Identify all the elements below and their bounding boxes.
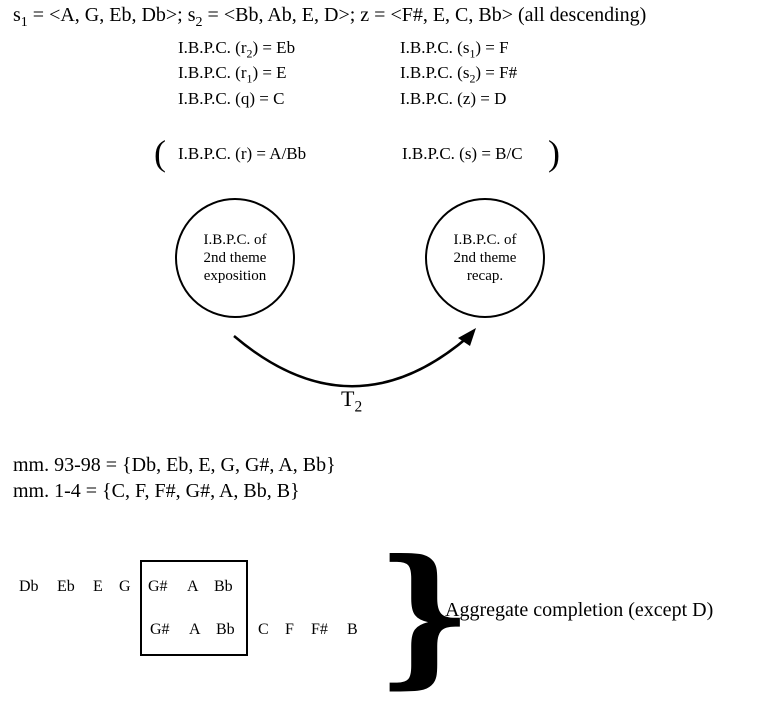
recap-line-2: 2nd theme — [453, 250, 517, 266]
ibpc-r2-sub: 2 — [246, 46, 253, 61]
s2-value: = <Bb, Ab, E, D>; — [202, 4, 361, 26]
aggregate-label: Aggregate completion (except D) — [445, 599, 714, 621]
ibpc-z: I.B.P.C. (z) = D — [400, 89, 506, 109]
note-g-sharp-top: G# — [148, 578, 168, 595]
ibpc-q: I.B.P.C. (q) = C — [178, 89, 284, 109]
set-mm-1-4: mm. 1-4 = {C, F, F#, G#, A, Bb, B} — [13, 480, 300, 502]
ibpc-s: I.B.P.C. (s) = B/C — [402, 144, 523, 163]
note-e: E — [93, 578, 103, 595]
aggregate-brace: } — [376, 527, 473, 703]
ibpc-s1-sub: 1 — [469, 46, 476, 61]
ibpc-z-text: I.B.P.C. (z) = D — [400, 89, 507, 108]
note-a-top: A — [187, 578, 199, 595]
recap-line-3: recap. — [466, 268, 504, 284]
transform-sub: 2 — [354, 398, 363, 416]
close-paren: ) — [548, 133, 560, 173]
ibpc-r1-sub: 1 — [246, 71, 253, 86]
s2-sub: 2 — [195, 15, 203, 30]
ibpc-r1: I.B.P.C. (r1) = E — [178, 63, 287, 86]
ibpc-s2-sub: 2 — [469, 71, 476, 86]
transform-label: T2 — [341, 386, 362, 416]
ibpc-r2-post: ) = Eb — [252, 38, 296, 57]
note-eb: Eb — [57, 578, 75, 595]
ibpc-s2-post: ) = F# — [475, 63, 518, 82]
note-db: Db — [19, 578, 39, 595]
ibpc-s1-post: ) = F — [475, 38, 509, 57]
ibpc-s1: I.B.P.C. (s1) = F — [400, 38, 509, 61]
s1-sub: 1 — [20, 15, 28, 30]
ibpc-r1-pre: I.B.P.C. (r — [178, 63, 247, 82]
exposition-circle: I.B.P.C. of 2nd theme exposition — [175, 198, 295, 318]
note-g-sharp-bottom: G# — [150, 621, 170, 638]
recap-circle: I.B.P.C. of 2nd theme recap. — [425, 198, 545, 318]
note-b: B — [347, 621, 358, 638]
ibpc-s2-pre: I.B.P.C. (s — [400, 63, 470, 82]
arrow-head — [458, 328, 476, 346]
z-value: z = <F#, E, C, Bb> (all descending) — [360, 4, 647, 26]
note-g: G — [119, 578, 131, 595]
s1-var: s — [13, 4, 21, 26]
ibpc-q-text: I.B.P.C. (q) = C — [178, 89, 285, 108]
note-bb-top: Bb — [214, 578, 233, 595]
set-mm-93-98: mm. 93-98 = {Db, Eb, E, G, G#, A, Bb} — [13, 454, 336, 476]
recap-line-1: I.B.P.C. of — [453, 232, 517, 248]
open-paren: ( — [154, 133, 166, 173]
ibpc-s1-pre: I.B.P.C. (s — [400, 38, 470, 57]
note-bb-bottom: Bb — [216, 621, 235, 638]
ibpc-r1-post: ) = E — [252, 63, 287, 82]
overlap-box — [140, 560, 248, 656]
s2-var: s — [187, 4, 196, 26]
ibpc-r: I.B.P.C. (r) = A/Bb — [178, 144, 307, 163]
note-c: C — [258, 621, 269, 638]
exposition-line-2: 2nd theme — [203, 250, 267, 266]
arrow-arc — [233, 335, 469, 388]
note-f-sharp: F# — [311, 621, 328, 638]
note-a-bottom: A — [189, 621, 201, 638]
transform-var: T — [341, 386, 355, 411]
ibpc-r2: I.B.P.C. (r2) = Eb — [178, 38, 295, 61]
ibpc-s2: I.B.P.C. (s2) = F# — [400, 63, 517, 86]
note-f: F — [285, 621, 294, 638]
exposition-line-3: exposition — [203, 268, 267, 284]
series-definitions: s1 = <A, G, Eb, Db>; s2 = <Bb, Ab, E, D>… — [13, 4, 646, 31]
ibpc-r2-pre: I.B.P.C. (r — [178, 38, 247, 57]
exposition-line-1: I.B.P.C. of — [203, 232, 267, 248]
s1-value: = <A, G, Eb, Db>; — [27, 4, 188, 26]
